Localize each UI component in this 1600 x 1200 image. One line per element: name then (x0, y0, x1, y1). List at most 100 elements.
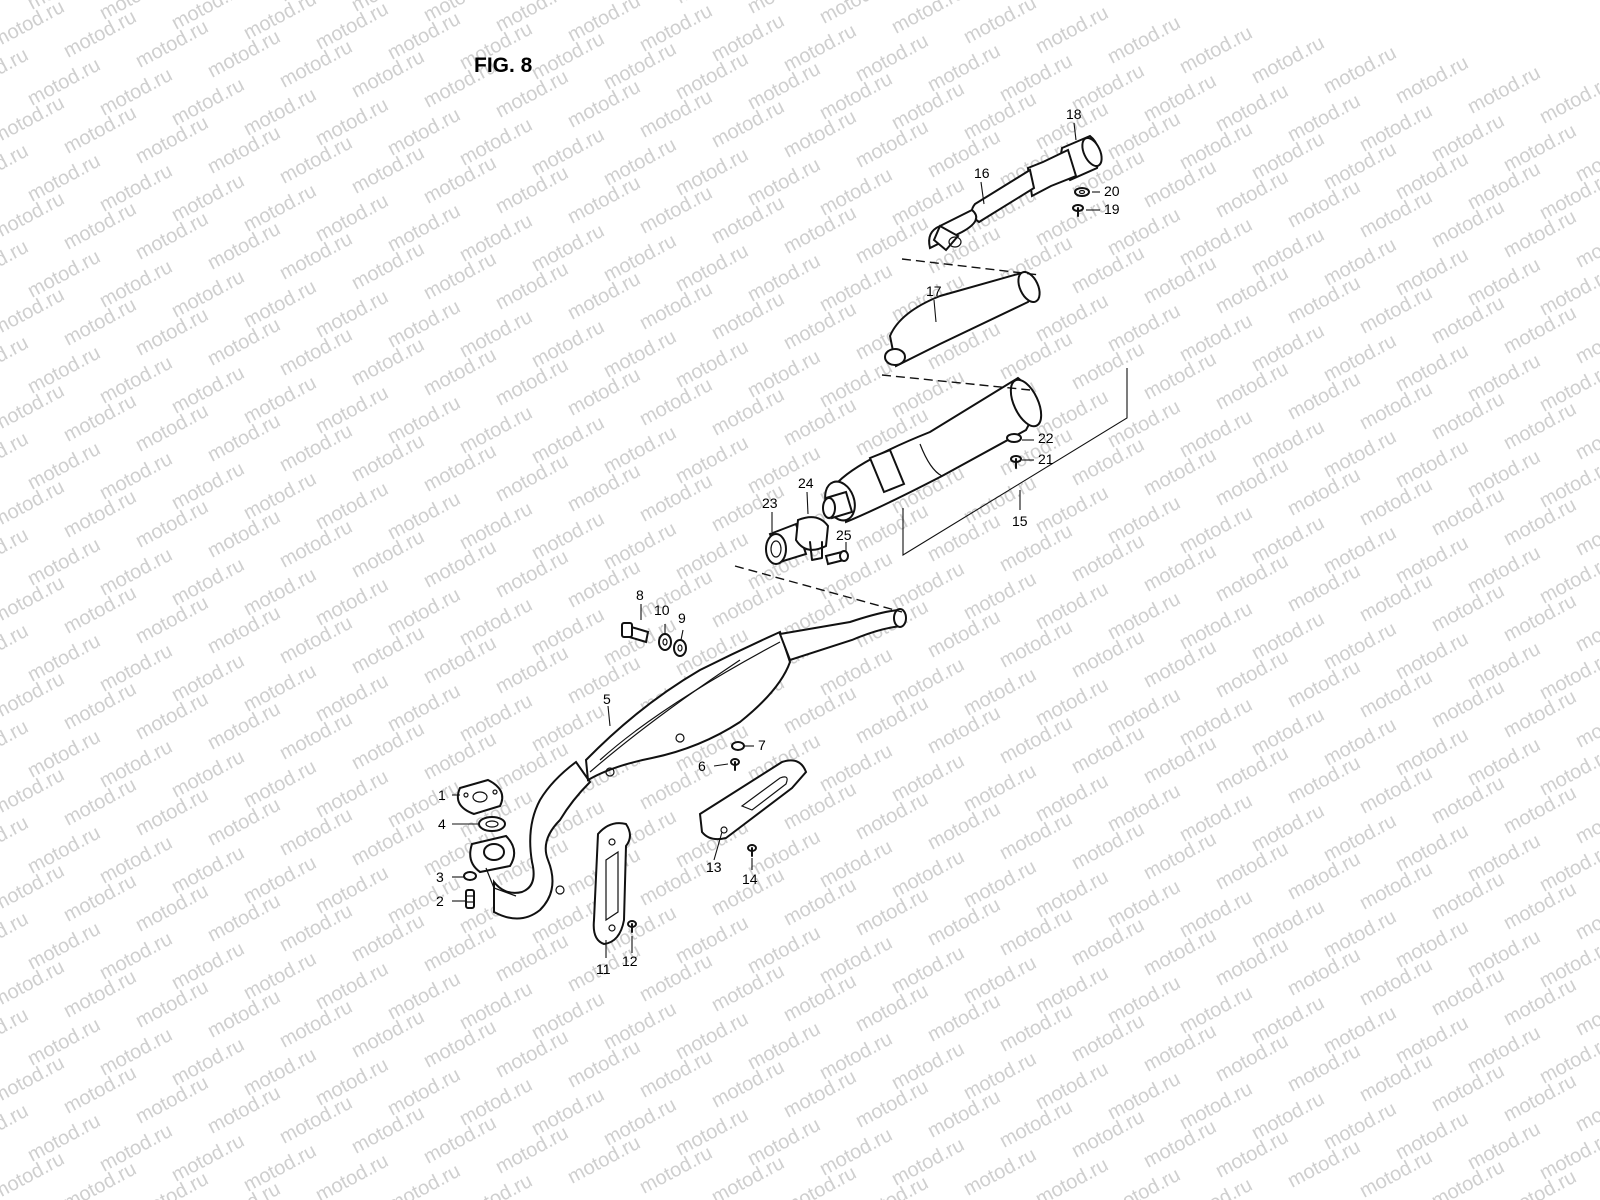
watermark-text: motod.ru (24, 342, 104, 398)
watermark-text: motod.ru (1392, 1108, 1472, 1164)
callout-19: 19 (1104, 201, 1120, 217)
watermark-text: motod.ru (24, 918, 104, 974)
callout-12: 12 (622, 953, 638, 969)
watermark-text: motod.ru (600, 518, 680, 574)
watermark-text: motod.ru (672, 336, 752, 392)
watermark-text: motod.ru (888, 750, 968, 806)
watermark-text: motod.ru (168, 362, 248, 418)
watermark-text: motod.ru (1104, 780, 1184, 836)
watermark-text: motod.ru (852, 30, 932, 86)
watermark-text: motod.ru (240, 84, 320, 140)
watermark-text: motod.ru (456, 498, 536, 554)
watermark-text: motod.ru (1176, 598, 1256, 654)
watermark-text: motod.ru (384, 488, 464, 544)
watermark-text: motod.ru (1104, 588, 1184, 644)
watermark-text: motod.ru (672, 528, 752, 584)
watermark-text: motod.ru (672, 1008, 752, 1064)
watermark-text: motod.ru (528, 412, 608, 468)
part-5-exhaust-chamber (493, 608, 907, 920)
watermark-text: motod.ru (816, 356, 896, 412)
watermark-text: motod.ru (528, 220, 608, 276)
watermark-text: motod.ru (1032, 290, 1112, 346)
watermark-text: motod.ru (456, 1170, 536, 1200)
watermark-text: motod.ru (1176, 1078, 1256, 1134)
watermark-text: motod.ru (168, 1130, 248, 1186)
watermark-text: motod.ru (960, 472, 1040, 528)
assembly-lines (734, 258, 1128, 613)
watermark-text: motod.ru (960, 1048, 1040, 1104)
watermark-text: motod.ru (312, 478, 392, 534)
watermark-text: motod.ru (1176, 1174, 1256, 1200)
watermark-text: motod.ru (1032, 2, 1112, 58)
watermark-text: motod.ru (168, 458, 248, 514)
watermark-text: motod.ru (1320, 234, 1400, 290)
watermark-text: motod.ru (1248, 896, 1328, 952)
callout-23: 23 (762, 495, 778, 511)
watermark-text: motod.ru (816, 644, 896, 700)
callout-25: 25 (836, 527, 852, 543)
watermark-text: motod.ru (96, 1120, 176, 1176)
watermark-text: motod.ru (1464, 254, 1544, 310)
watermark-text: motod.ru (0, 0, 68, 52)
callout-6: 6 (698, 758, 706, 774)
watermark-text: motod.ru (1248, 1088, 1328, 1144)
watermark-text: motod.ru (456, 594, 536, 650)
watermark-text: motod.ru (996, 50, 1076, 106)
watermark-text: motod.ru (528, 316, 608, 372)
watermark-text: motod.ru (1392, 340, 1472, 396)
watermark-text: motod.ru (1176, 502, 1256, 558)
leader-lines (452, 122, 1100, 958)
callout-21: 21 (1038, 451, 1054, 467)
watermark-text: motod.ru (816, 836, 896, 892)
watermark-text: motod.ru (96, 160, 176, 216)
watermark-text: motod.ru (96, 1024, 176, 1080)
watermark-text: motod.ru (312, 670, 392, 726)
watermark-text: motod.ru (888, 1134, 968, 1190)
watermark-text: motod.ru (1248, 320, 1328, 376)
callout-2: 2 (436, 893, 444, 909)
watermark-text: motod.ru (1176, 22, 1256, 78)
watermark-text: motod.ru (168, 938, 248, 994)
exhaust-flange (469, 834, 517, 897)
watermark-text: motod.ru (1248, 32, 1328, 88)
watermark-text: motod.ru (1248, 608, 1328, 664)
watermark-text: motod.ru (600, 998, 680, 1054)
callout-14: 14 (742, 871, 758, 887)
watermark-text: motod.ru (816, 260, 896, 316)
watermark-text: motod.ru (456, 1074, 536, 1130)
watermark-text: motod.ru (384, 1160, 464, 1200)
watermark-text: motod.ru (1104, 300, 1184, 356)
watermark-text: motod.ru (456, 978, 536, 1034)
part-13-heat-shield (698, 759, 808, 841)
watermark-text: motod.ru (1032, 866, 1112, 922)
callout-1: 1 (438, 787, 446, 803)
watermark-text: motod.ru (384, 680, 464, 736)
watermark-text: motod.ru (600, 134, 680, 190)
watermark-text: motod.ru (528, 988, 608, 1044)
watermark-text: motod.ru (1392, 436, 1472, 492)
callout-20: 20 (1104, 183, 1120, 199)
part-14-screw (747, 844, 757, 857)
callout-5: 5 (603, 691, 611, 707)
watermark-text: motod.ru (528, 124, 608, 180)
watermark-text: motod.ru (1104, 12, 1184, 68)
part-25-bolt (824, 550, 849, 566)
watermark-text: motod.ru (1104, 1164, 1184, 1200)
watermark-text: motod.ru (528, 508, 608, 564)
watermark-text: motod.ru (1176, 406, 1256, 462)
watermark-text: motod.ru (528, 604, 608, 660)
figure-title: FIG. 8 (474, 54, 533, 77)
watermark-text: motod.ru (168, 554, 248, 610)
watermark-text: motod.ru (816, 164, 896, 220)
watermark-text: motod.ru (1320, 906, 1400, 962)
watermark-text: motod.ru (816, 1028, 896, 1084)
watermark-text: motod.ru (312, 190, 392, 246)
part-4-ring (478, 816, 506, 832)
watermark-text: motod.ru (960, 568, 1040, 624)
watermark-text: motod.ru (312, 766, 392, 822)
watermark-text: motod.ru (1464, 542, 1544, 598)
watermark-text: motod.ru (24, 822, 104, 878)
watermark-text: motod.ru (1032, 482, 1112, 538)
watermark-text: motod.ru (1032, 1154, 1112, 1200)
watermark-text: motod.ru (96, 64, 176, 120)
